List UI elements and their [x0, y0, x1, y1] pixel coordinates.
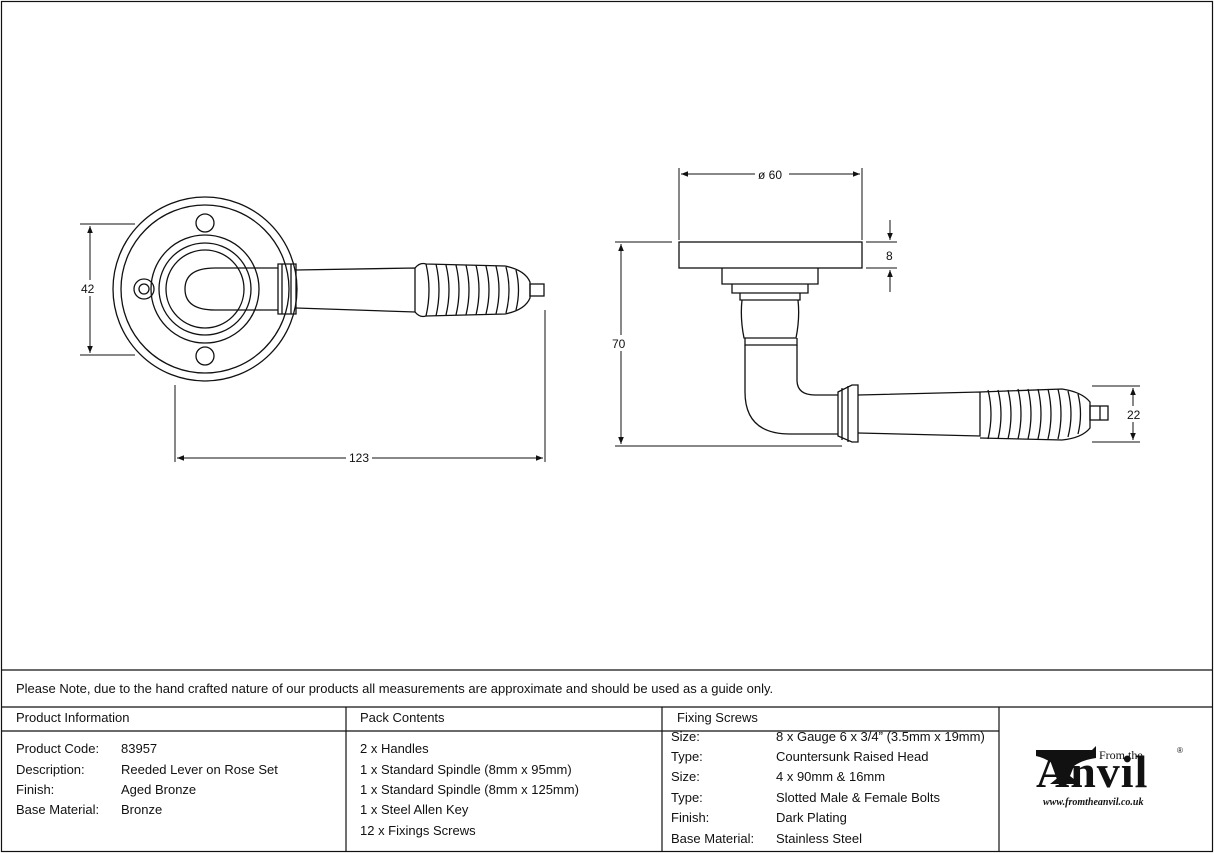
anvil-logo-icon	[1036, 746, 1096, 784]
side-lever-reeds	[987, 388, 1082, 440]
base-material-value: Bronze	[121, 802, 163, 817]
product-info-header: Product Information	[16, 710, 130, 725]
pack-item: 1 x Steel Allen Key	[360, 802, 469, 817]
fixing-finish-value: Dark Plating	[776, 810, 847, 825]
pack-item: 1 x Standard Spindle (8mm x 125mm)	[360, 782, 579, 797]
fixing-type-value: Countersunk Raised Head	[776, 749, 929, 764]
bolt-size-value: 4 x 90mm & 16mm	[776, 769, 886, 784]
lever-reeds	[425, 263, 520, 317]
finish-value: Aged Bronze	[121, 782, 197, 797]
bolt-type-value: Slotted Male & Female Bolts	[776, 790, 941, 805]
brand-from-the: From the	[1099, 748, 1143, 762]
dim-front-height: 42	[81, 282, 95, 296]
boss-outer	[150, 234, 260, 344]
finish-label: Finish:	[16, 782, 55, 797]
fixing-size-label: Size:	[671, 729, 700, 744]
fixing-screws-header: Fixing Screws	[677, 710, 758, 725]
screw-hole-top	[195, 213, 215, 233]
brand-name: Anvil	[1036, 746, 1149, 797]
bolt-size-label: Size:	[671, 769, 700, 784]
product-code-value: 83957	[121, 741, 158, 756]
pack-item: 1 x Standard Spindle (8mm x 95mm)	[360, 762, 572, 777]
lever-neck	[184, 267, 278, 311]
side-view-drawing	[678, 241, 1109, 443]
front-view-drawing	[112, 196, 545, 382]
product-code-label: Product Code:	[16, 741, 100, 756]
pack-item: 12 x Fixings Screws	[360, 823, 476, 838]
fixing-type-label: Type:	[671, 749, 703, 764]
rose-inner-ring	[120, 204, 290, 374]
fixing-finish-label: Finish:	[671, 810, 710, 825]
lever-elbow	[744, 345, 838, 435]
brand-url: www.fromtheanvil.co.uk	[1043, 797, 1144, 808]
fixing-size-value: 8 x Gauge 6 x 3/4” (3.5mm x 19mm)	[776, 729, 985, 744]
lever-shaft	[295, 267, 416, 313]
rose-outer-ring	[112, 196, 298, 382]
description-label: Description:	[16, 762, 85, 777]
dim-projection: 70	[612, 337, 626, 351]
screw-hole-bottom	[195, 346, 215, 366]
side-lever-shaft	[857, 391, 981, 437]
fixing-base-material-value: Stainless Steel	[776, 831, 862, 846]
dim-rose-diameter: ø 60	[758, 168, 782, 182]
dim-lever-height: 22	[1127, 408, 1141, 422]
pack-contents-header: Pack Contents	[360, 710, 445, 725]
measurement-note: Please Note, due to the hand crafted nat…	[16, 681, 774, 696]
fixing-base-material-label: Base Material:	[671, 831, 755, 846]
dim-rose-thickness: 8	[886, 249, 893, 263]
dim-front-length: 123	[349, 451, 369, 465]
front-view-dimensions	[80, 223, 546, 462]
brand-registered-mark: ®	[1177, 746, 1183, 755]
bolt-type-label: Type:	[671, 790, 703, 805]
rose-side-ring-left	[133, 278, 155, 300]
base-material-label: Base Material:	[16, 802, 100, 817]
pack-item: 2 x Handles	[360, 741, 429, 756]
side-view-dimensions	[615, 168, 1140, 447]
description-value: Reeded Lever on Rose Set	[121, 762, 278, 777]
rose-plate	[678, 241, 863, 269]
